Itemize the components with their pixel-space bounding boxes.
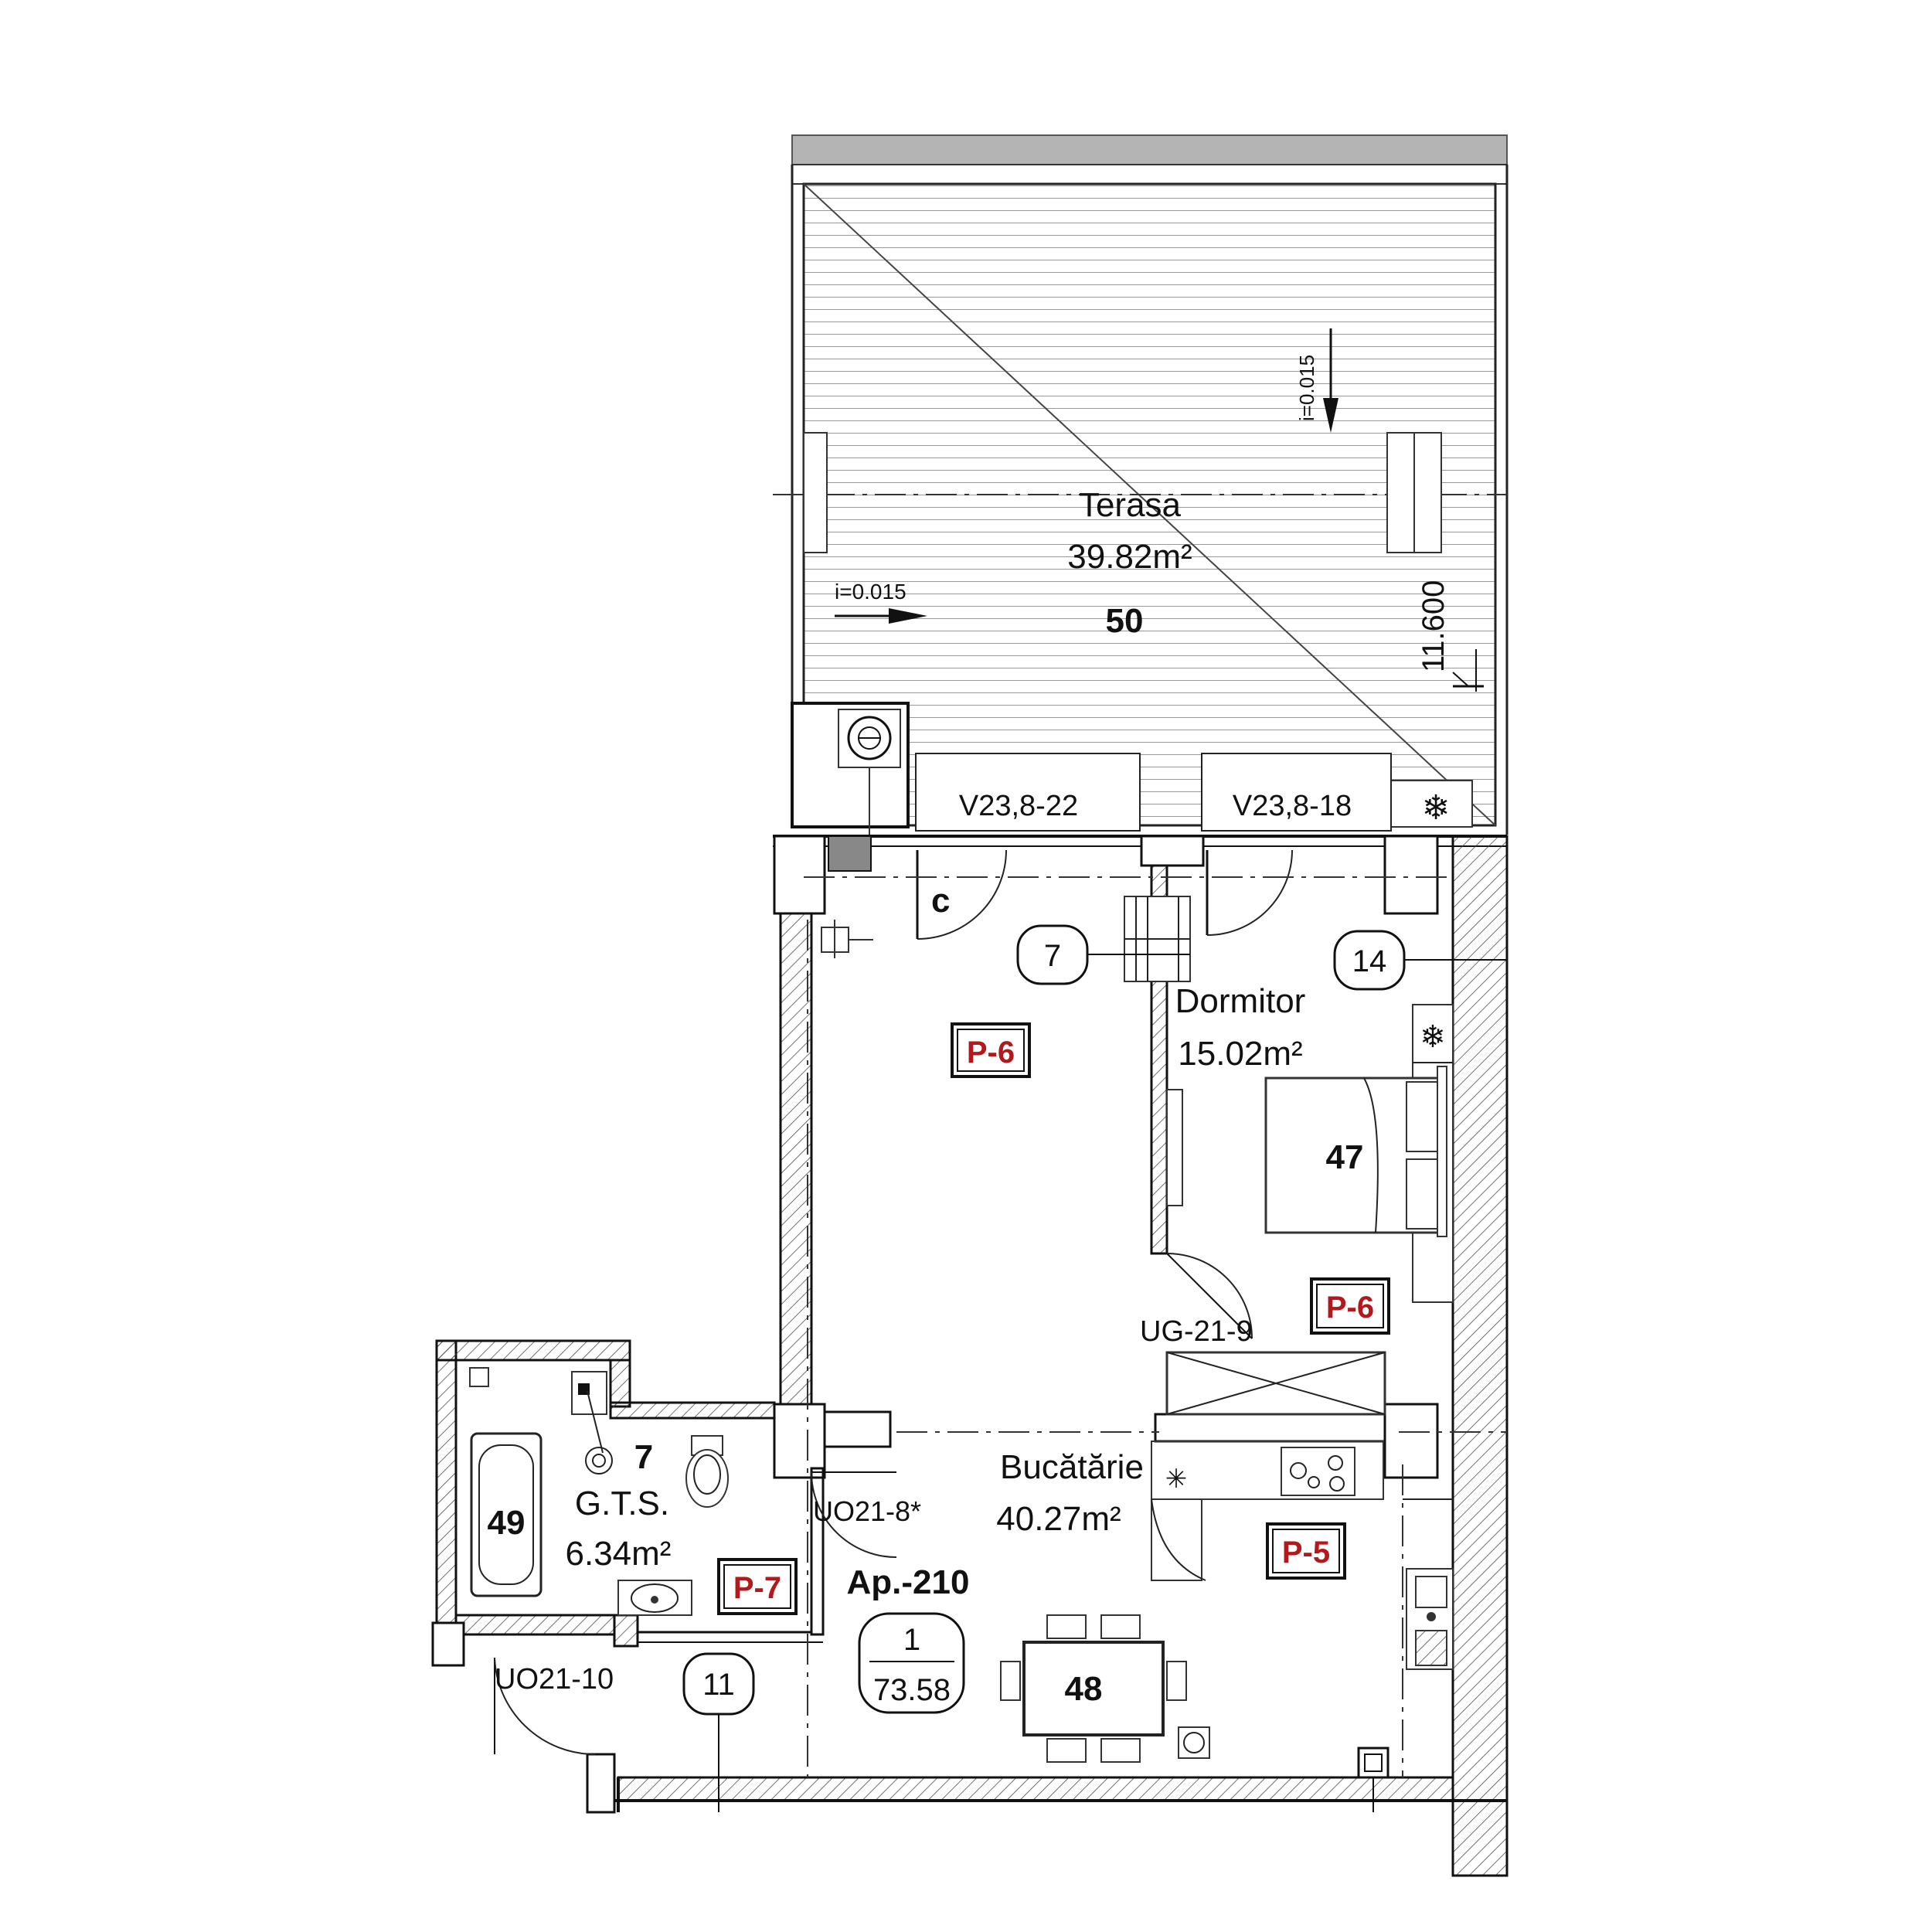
wall-bath-left xyxy=(435,1339,457,1640)
kitchen-counter xyxy=(1151,1440,1384,1500)
chair xyxy=(1100,1614,1141,1639)
chair xyxy=(1046,1738,1087,1763)
pillow xyxy=(1406,1158,1442,1230)
circle-markers: 7 14 11 xyxy=(682,924,1507,1812)
window-v23-18: V23,8-18 xyxy=(1201,753,1392,832)
terrace-diagonal xyxy=(803,183,1496,826)
tag-p6-living: P-6 xyxy=(951,1022,1031,1078)
gts-area: 6.34m² xyxy=(566,1535,672,1573)
wall-bath-top xyxy=(435,1339,631,1362)
tv-stand xyxy=(1166,1089,1183,1206)
svg-text:P-6: P-6 xyxy=(1326,1291,1374,1325)
slope-label-vertical: i=0.015 xyxy=(1295,355,1318,421)
dining-table xyxy=(1022,1641,1165,1736)
walls xyxy=(431,835,1509,1877)
column-mid-right xyxy=(1383,1403,1439,1479)
door-label-uo8: UO21-8* xyxy=(813,1495,921,1527)
terrace-roof-edge xyxy=(791,134,1508,165)
snowflake-icon: ❄ xyxy=(1422,789,1451,827)
radiator xyxy=(1124,896,1191,982)
chair xyxy=(1166,1661,1187,1701)
bucatarie-area: 40.27m² xyxy=(996,1500,1121,1538)
svg-text:P-7: P-7 xyxy=(733,1571,781,1605)
bedroom-furniture: ❄ xyxy=(1165,1004,1454,1416)
window-label-1: V23,8-22 xyxy=(959,790,1078,822)
marker-14: 14 xyxy=(1333,930,1507,991)
marker-11: 11 xyxy=(682,1652,755,1812)
terasa-id: 50 xyxy=(1106,602,1144,640)
tag-p5: P-5 xyxy=(1266,1522,1346,1580)
door-label-uo10: UO21-10 xyxy=(495,1663,614,1696)
wall-bath-bottom xyxy=(454,1614,616,1636)
dormitor-area: 15.02m² xyxy=(1178,1035,1302,1073)
water-meter-icon xyxy=(821,920,873,958)
light-icon: ✳ xyxy=(1165,1464,1188,1494)
drain-icon xyxy=(847,716,892,760)
apartment-area: 73.58 xyxy=(873,1673,951,1707)
svg-text:P-5: P-5 xyxy=(1282,1536,1330,1570)
elevation-label: 11.600 xyxy=(1417,580,1451,672)
axis-lines xyxy=(804,876,1507,1777)
svg-text:P-6: P-6 xyxy=(967,1036,1015,1070)
gts-num: 7 xyxy=(634,1438,653,1476)
dormitor-name: Dormitor xyxy=(1175,982,1306,1020)
window-v23-22: V23,8-22 xyxy=(915,753,1141,832)
svg-text:14: 14 xyxy=(1352,944,1387,978)
tag-p7: P-7 xyxy=(717,1558,798,1615)
bucatarie-id: 48 xyxy=(1065,1670,1103,1708)
apartment-badge: Ap.-210 1 73.58 xyxy=(847,1563,970,1714)
svg-text:11: 11 xyxy=(702,1668,735,1702)
dormitor-id: 47 xyxy=(1326,1138,1364,1176)
marker-7: 7 xyxy=(1016,924,1190,985)
doors: c UG-21-9 UO21-8* UO21-10 xyxy=(494,849,1293,1755)
wall-bottom xyxy=(617,1776,1454,1802)
column-top-mid xyxy=(1140,835,1205,867)
marker-c: c xyxy=(931,882,950,920)
column-top-right xyxy=(1383,835,1439,915)
room-labels: Dormitor 15.02m² 47 Bucătărie 40.27m² 48… xyxy=(488,982,1364,1708)
wall-right xyxy=(1451,835,1509,1877)
wall-bath-corridor xyxy=(609,1401,776,1420)
chair xyxy=(1000,1661,1021,1701)
slope-label-horizontal: i=0.015 xyxy=(835,580,906,604)
gts-id: 49 xyxy=(488,1504,526,1542)
chair xyxy=(1100,1738,1141,1763)
ac-unit xyxy=(1390,780,1473,828)
floor-drain-icon xyxy=(585,1447,613,1475)
vent-icon xyxy=(1357,1747,1389,1779)
apartment-num: 1 xyxy=(903,1623,920,1657)
column-top-left xyxy=(773,835,826,915)
wall-kitchen-bedroom xyxy=(1154,1413,1386,1443)
apartment-box xyxy=(858,1612,965,1714)
svg-text:7: 7 xyxy=(1044,939,1061,973)
bath-vent-icon xyxy=(469,1367,489,1387)
terasa-area: 39.82m² xyxy=(1067,538,1192,576)
tag-p6-bedroom: P-6 xyxy=(1310,1277,1390,1335)
gts-name: G.T.S. xyxy=(575,1485,669,1522)
column-mid-left xyxy=(773,1403,826,1479)
bathroom-fixtures xyxy=(469,1367,729,1616)
snowflake-icon: ❄ xyxy=(1420,1020,1446,1054)
pillow xyxy=(1406,1081,1442,1152)
bucatarie-name: Bucătărie xyxy=(1000,1448,1144,1486)
cooktop xyxy=(1281,1447,1355,1496)
bathtub xyxy=(470,1432,543,1597)
window-label-2: V23,8-18 xyxy=(1233,790,1352,822)
terasa-name: Terasa xyxy=(1079,486,1182,524)
kitchen-furniture: ✳ xyxy=(1000,1440,1454,1812)
door-swing xyxy=(917,849,1007,940)
toilet-bowl xyxy=(685,1449,729,1508)
apartment-label: Ap.-210 xyxy=(847,1563,970,1601)
chair xyxy=(1046,1614,1087,1639)
terrace: i=0.015 i=0.015 Terasa 39.82m² 50 11.600… xyxy=(773,134,1509,835)
door-label-ug: UG-21-9 xyxy=(1140,1315,1253,1348)
finish-tags: P-6 P-6 P-5 P-7 xyxy=(717,1022,1390,1615)
ventilation-shaft xyxy=(791,702,910,835)
